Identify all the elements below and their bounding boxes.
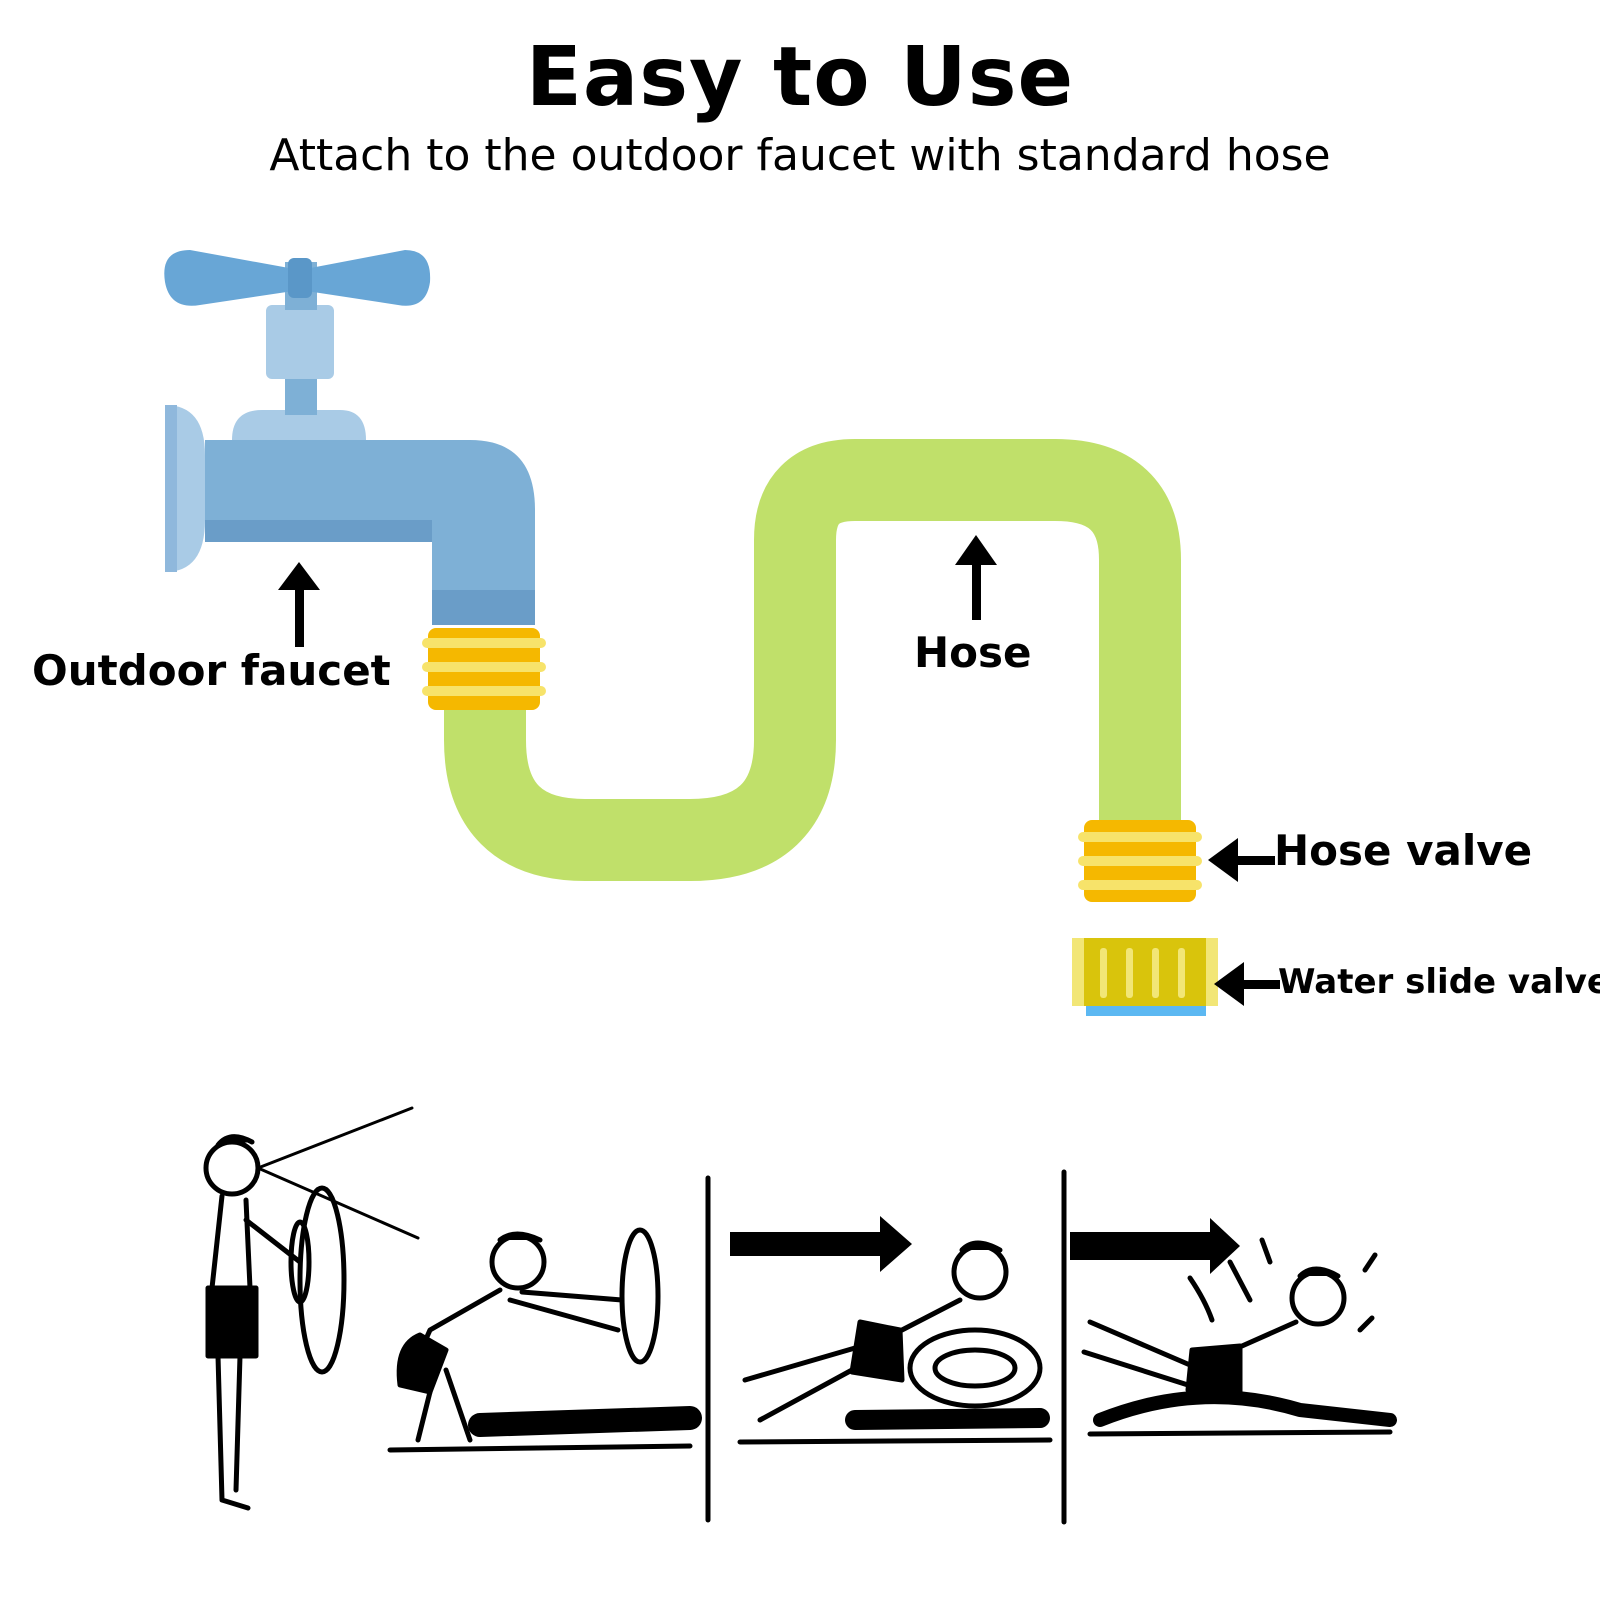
arrow-left-icon-hose-valve <box>1208 838 1275 882</box>
hose-valve-label: Hose valve <box>1274 826 1533 875</box>
arrow-up-icon-hose <box>955 535 997 620</box>
arrow-up-icon-faucet <box>278 562 320 647</box>
hose-valve-icon <box>1078 820 1202 902</box>
faucet-icon <box>164 250 535 625</box>
page-subtitle: Attach to the outdoor faucet with standa… <box>269 130 1331 181</box>
outdoor-faucet-label: Outdoor faucet <box>32 646 391 695</box>
page-title: Easy to Use <box>525 30 1075 125</box>
water-slide-steps-illustration <box>203 1106 1397 1525</box>
hose-label: Hose <box>914 628 1032 677</box>
faucet-coupling-icon <box>422 628 546 710</box>
water-slide-valve-label: Water slide valve <box>1278 962 1600 1002</box>
sliding-person-icon <box>1081 1237 1397 1437</box>
arrow-left-icon-slide-valve <box>1214 962 1280 1006</box>
water-slide-valve-icon <box>1072 938 1218 1016</box>
crouching-person-icon <box>387 1227 702 1453</box>
diving-person-icon <box>737 1240 1053 1445</box>
hose-tube <box>444 439 1181 881</box>
standing-person-icon <box>203 1106 420 1511</box>
